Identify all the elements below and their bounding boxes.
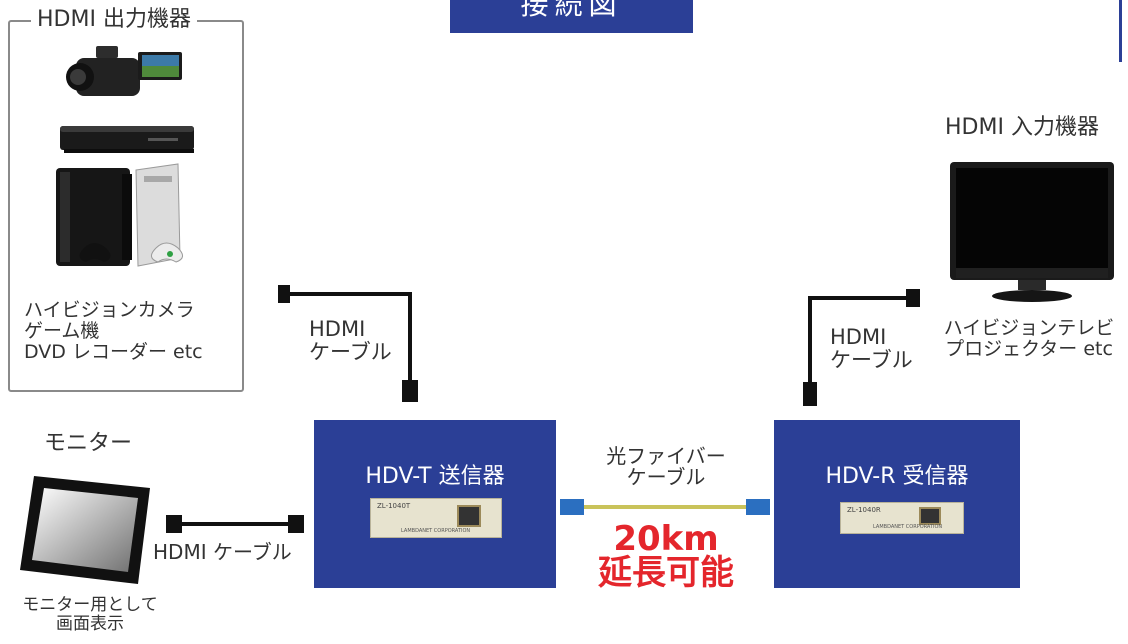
port-icon <box>457 505 481 527</box>
dvd-recorder-icon <box>60 126 194 153</box>
fiber-label-line: ケーブル <box>626 465 706 489</box>
hdmi-cable-monitor-label: HDMI ケーブル <box>153 540 292 564</box>
monitor-title: モニター <box>44 431 133 456</box>
cable-label-line: HDMI <box>830 325 887 349</box>
diagram-title: 接続図 <box>520 0 623 21</box>
receiver-model: ZL-1040R <box>847 506 881 514</box>
transmitter-model: ZL-1040T <box>377 502 411 510</box>
camcorder-icon <box>66 46 182 96</box>
monitor-icon <box>20 476 150 584</box>
transmitter-label: HDV-T 送信器 <box>365 464 505 489</box>
input-devices-title: HDMI 入力機器 <box>945 115 1099 140</box>
television-icon <box>950 162 1114 302</box>
receiver-label: HDV-R 受信器 <box>825 464 969 489</box>
receiver-device-icon: ZL-1040R LAMBDANET CORPORATION <box>840 502 964 534</box>
receiver-box: HDV-R 受信器 ZL-1040R LAMBDANET CORPORATION <box>774 420 1020 588</box>
transmitter-box: HDV-T 送信器 ZL-1040T LAMBDANET CORPORATION <box>314 420 556 588</box>
output-caption-line: ハイビジョンカメラ <box>24 299 195 321</box>
monitor-caption-line: 画面表示 <box>56 614 124 634</box>
output-caption-line: ゲーム機 <box>24 320 100 342</box>
hdmi-cable-monitor <box>166 515 304 533</box>
cable-label-line: HDMI <box>309 317 366 341</box>
cable-label-line: ケーブル <box>830 348 913 372</box>
receiver-maker: LAMBDANET CORPORATION <box>873 524 943 530</box>
cable-label-line: ケーブル <box>309 340 392 364</box>
distance-callout: 20km 延長可能 <box>576 522 756 590</box>
hdmi-cable-right-label: HDMI ケーブル <box>830 326 913 372</box>
port-icon <box>919 507 941 525</box>
transmitter-maker: LAMBDANET CORPORATION <box>401 528 471 534</box>
input-caption-line: ハイビジョンテレビ <box>943 317 1115 339</box>
edge-marker <box>1119 0 1122 62</box>
fiber-cable-label: 光ファイバー ケーブル <box>586 446 746 488</box>
hdmi-cable-right <box>803 289 920 406</box>
fiber-cable <box>560 499 770 515</box>
output-devices-title: HDMI 出力機器 <box>31 7 197 33</box>
input-caption-line: プロジェクター etc <box>945 338 1113 360</box>
monitor-caption-line: モニター用として <box>22 595 158 615</box>
distance-value: 20km <box>613 519 719 559</box>
transmitter-device-icon: ZL-1040T LAMBDANET CORPORATION <box>370 498 502 538</box>
title-banner: 接続図 <box>450 0 693 33</box>
fiber-label-line: 光ファイバー <box>606 444 726 468</box>
output-caption-line: DVD レコーダー etc <box>24 341 203 363</box>
distance-note: 延長可能 <box>598 553 734 593</box>
hdmi-cable-left <box>278 285 418 402</box>
input-devices-caption: ハイビジョンテレビ プロジェクター etc <box>936 318 1122 360</box>
monitor-caption: モニター用として 画面表示 <box>10 596 170 634</box>
hdmi-cable-left-label: HDMI ケーブル <box>309 318 392 364</box>
output-devices-caption: ハイビジョンカメラ ゲーム機 DVD レコーダー etc <box>24 300 203 363</box>
game-console-icon <box>56 163 183 267</box>
